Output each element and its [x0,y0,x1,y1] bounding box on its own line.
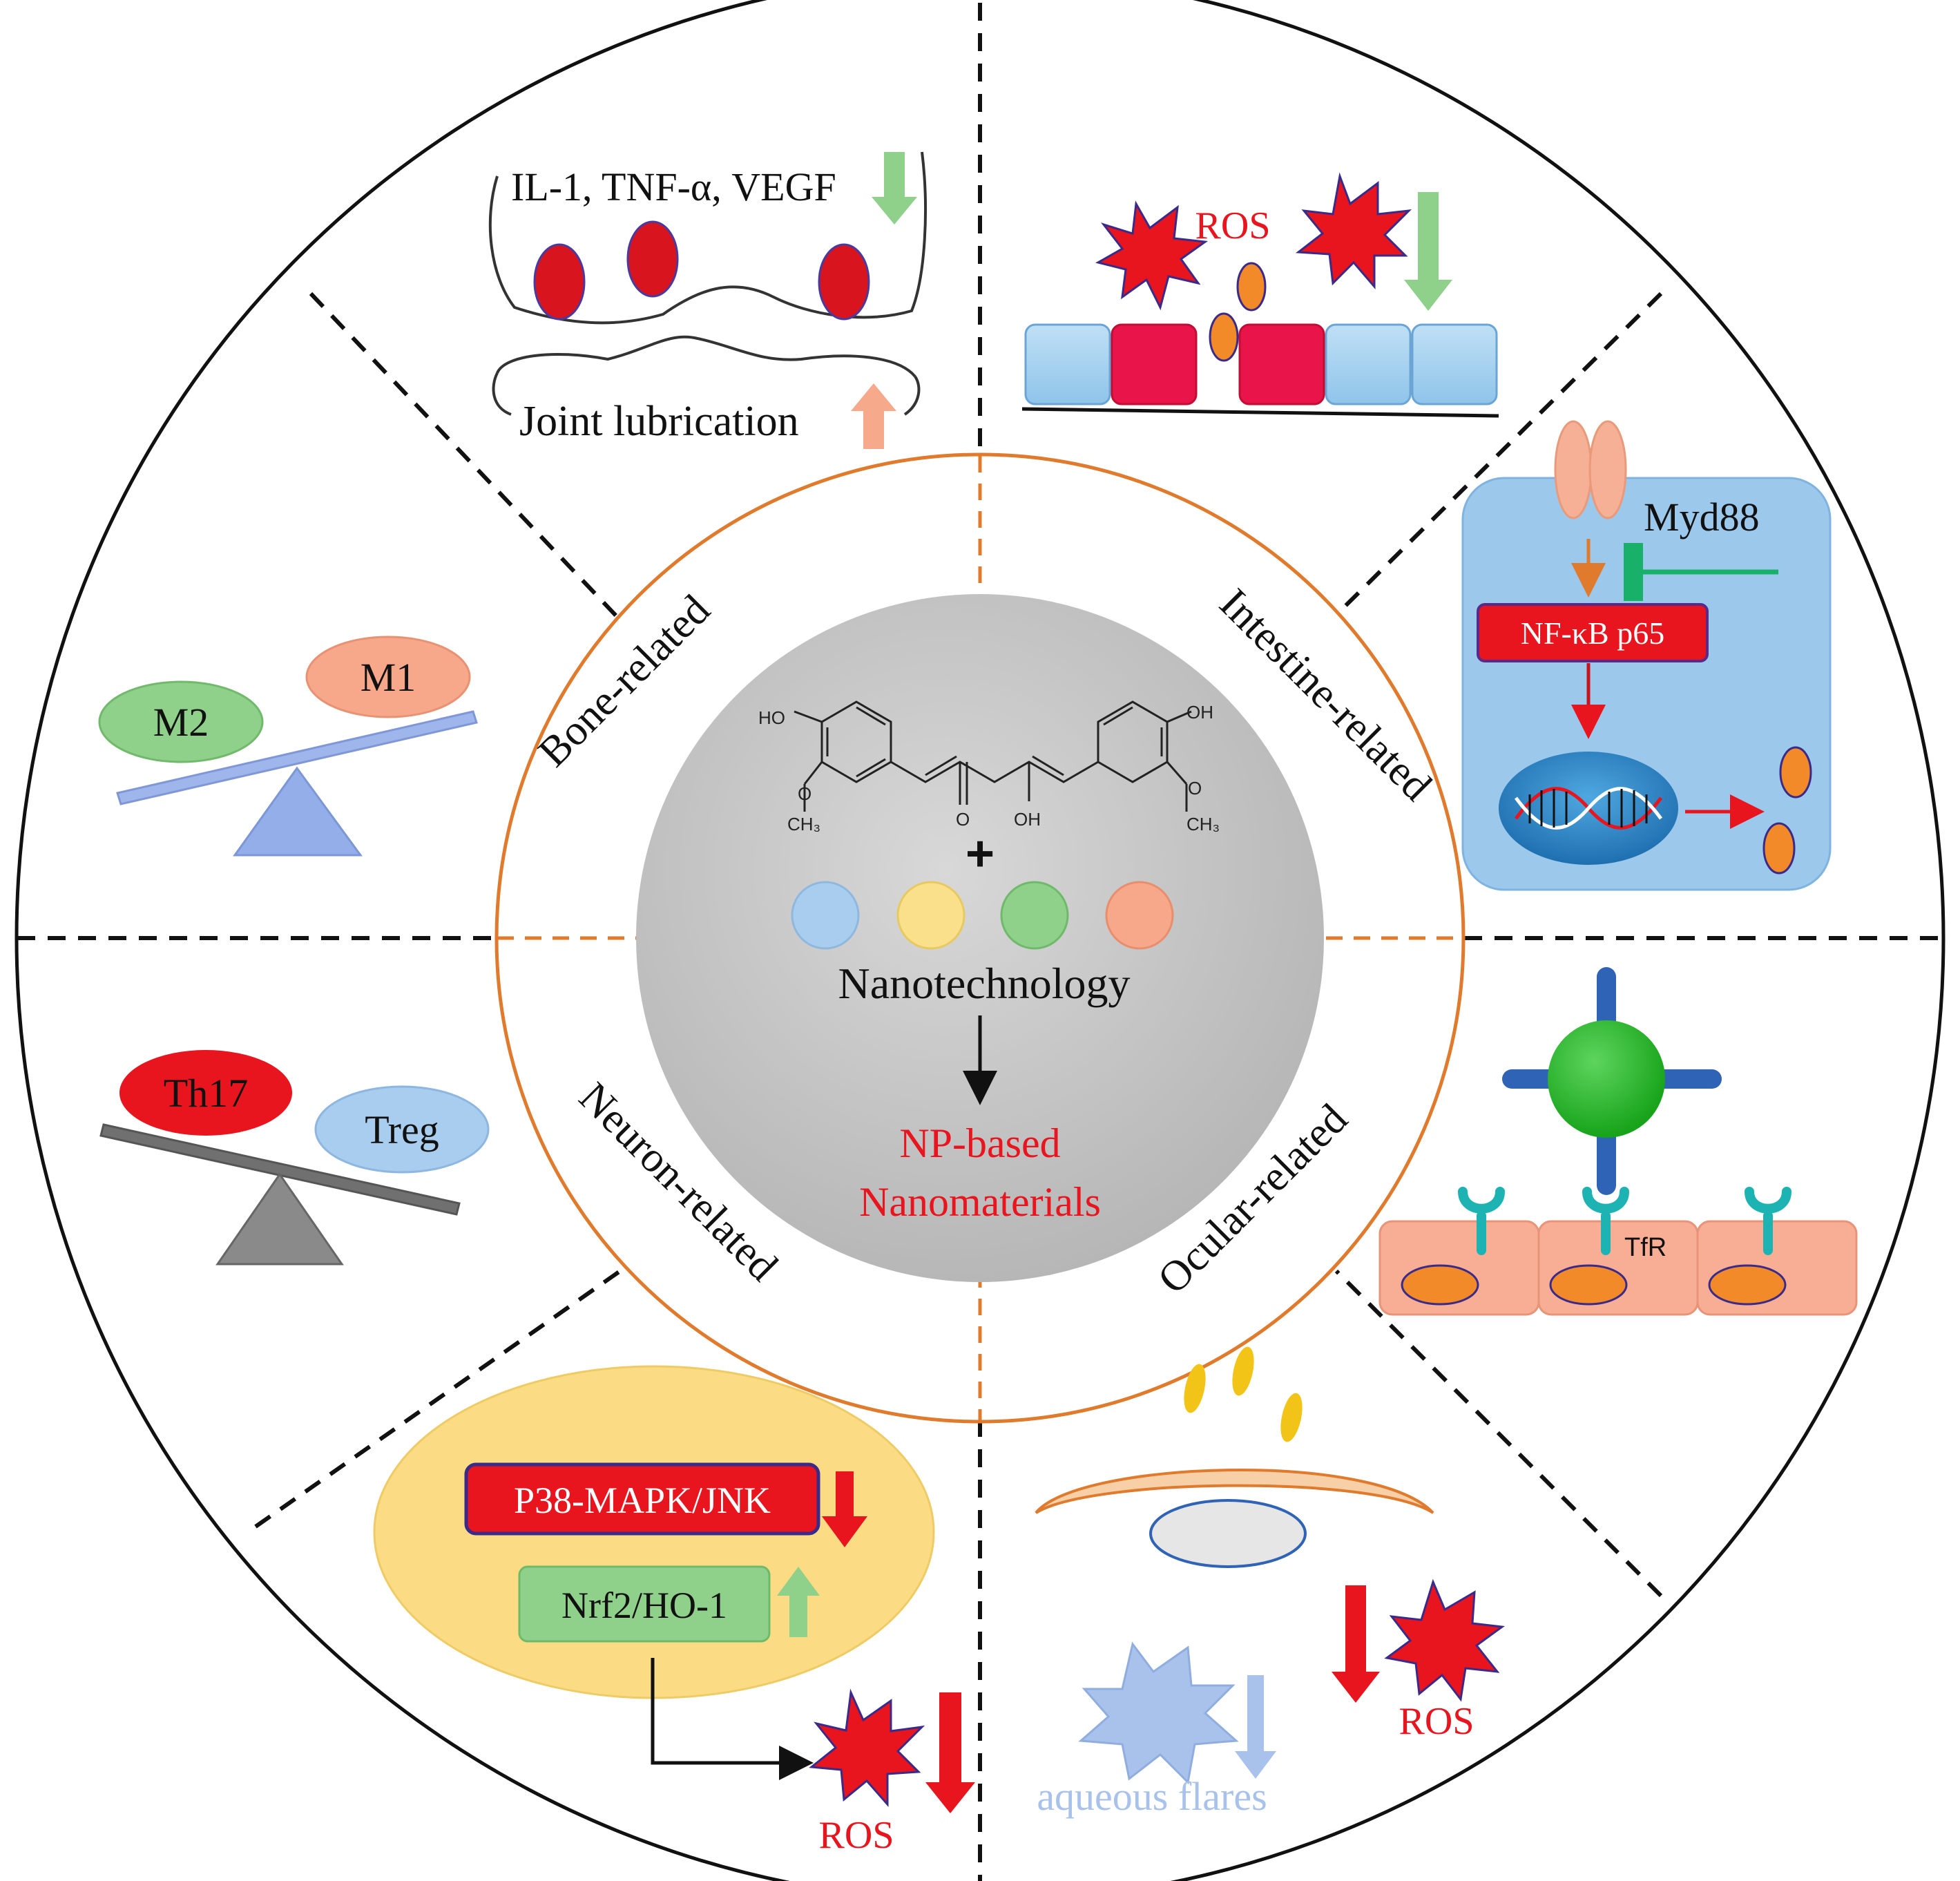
cell-nucleus [1708,1264,1787,1306]
chem-o-right: O [1188,778,1202,799]
seesaw-beam [116,710,478,805]
particle-orange [1779,746,1812,799]
th17-bubble [119,1050,292,1136]
nanoparticle-salmon [1105,881,1174,950]
cytokines-label: IL-1, TNF-α, VEGF [511,164,836,209]
outer-dividers [17,0,1944,1881]
neuron-signaling: P38-MAPK/JNK Nrf2/HO-1 ROS [373,1365,975,1857]
treg-bubble [314,1085,490,1174]
cell-red [533,243,586,321]
neuron-ros-label: ROS [819,1814,894,1857]
seesaw-fulcrum [233,766,363,857]
nfkb-label: NF-κB p65 [1521,615,1664,651]
particle-orange [1209,312,1239,362]
tfr-label: TfR [1624,1233,1666,1262]
ros-down-arrow [1404,192,1452,311]
ros-down-arrow [1332,1585,1380,1703]
nanomaterials-label: Nanomaterials [859,1179,1101,1225]
macrophage-seesaw: M1 M2 [98,636,478,857]
seesaw-fulcrum [215,1172,344,1266]
nanoparticle-blue [791,881,860,950]
curcumin-structure [794,700,1192,812]
ros-burst [1095,200,1209,311]
signaling-cell: Myd88 NF-κB p65 [1461,420,1832,891]
m1-bubble [305,636,471,718]
chem-ho-left: HO [758,707,785,728]
tcell-seesaw: Th17 Treg [99,1050,490,1266]
treg-label: Treg [365,1107,439,1152]
chem-enol-oh: OH [1014,809,1041,830]
chem-o-left: O [798,783,811,804]
cornea [1035,1469,1434,1514]
nrf2-label: Nrf2/HO-1 [561,1585,727,1626]
m2-bubble [98,680,264,763]
ros-burst [1295,172,1412,290]
chem-keto-o: O [956,809,970,830]
nfkb-box [1477,603,1709,662]
dna-icon [1514,787,1663,830]
ros-burst [809,1688,925,1807]
center-disk [636,594,1324,1282]
th17-label: Th17 [164,1071,248,1116]
p38-box [464,1462,820,1536]
aqueous-flares-label: aqueous flares [1037,1774,1267,1819]
particle-orange [1762,822,1796,875]
m1-label: M1 [361,655,416,700]
aqueous-burst [1078,1641,1239,1785]
nrf2-path-arrow [651,1658,814,1780]
aqueous-down-arrow [1235,1675,1276,1779]
tfr-receptor [1458,1187,1791,1255]
lens [1149,1499,1307,1568]
tfr-cells: TfR [1378,967,1858,1316]
nanotechnology-label: Nanotechnology [838,959,1131,1008]
cell-nucleus [1401,1264,1479,1306]
cell-red [626,220,679,298]
drop [1184,1364,1206,1413]
curcumin-labels: HO O CH₃ O OH OH O CH₃ [758,702,1220,834]
p38-down-arrow [822,1471,867,1547]
nanoparticle-yellow [896,881,965,950]
cell-red [818,243,870,321]
plus-sign: + [965,826,995,881]
myd88-label: Myd88 [1644,495,1760,540]
chem-oh-right: OH [1186,702,1213,723]
cell-nucleus [1549,1264,1628,1306]
seesaw-beam [99,1123,461,1216]
nanoparticle-with-ligands [1502,967,1722,1195]
m2-label: M2 [153,700,209,745]
receptor [1554,420,1593,519]
joint-lubrication-label: Joint lubrication [519,398,799,445]
nrf2-box [518,1565,771,1643]
ros-down-arrow [925,1692,975,1813]
drop [1232,1346,1254,1396]
nrf2-up-arrow [777,1567,820,1637]
eye-ros-label: ROS [1399,1700,1474,1743]
gut-epithelium: ROS [1021,172,1499,418]
particle-orange [1236,262,1267,312]
drop [1280,1393,1303,1442]
lubrication-up-arrow [851,383,896,449]
ros-burst [1384,1578,1505,1702]
cytokines-down-arrow [872,152,917,225]
joint-illustration: IL-1, TNF-α, VEGF Joint lubrication [488,151,927,449]
p38-label: P38-MAPK/JNK [514,1480,771,1521]
nanoparticle-green [1000,881,1069,950]
nanoparticle-row [791,881,1174,950]
chem-ch3-right: CH₃ [1186,814,1220,834]
chem-ch3-left: CH₃ [787,814,820,834]
eye-illustration: ROS aqueous flares [1035,1346,1505,1819]
ros-label: ROS [1195,204,1271,247]
np-based-label: NP-based [899,1120,1060,1166]
receptor [1588,420,1627,519]
